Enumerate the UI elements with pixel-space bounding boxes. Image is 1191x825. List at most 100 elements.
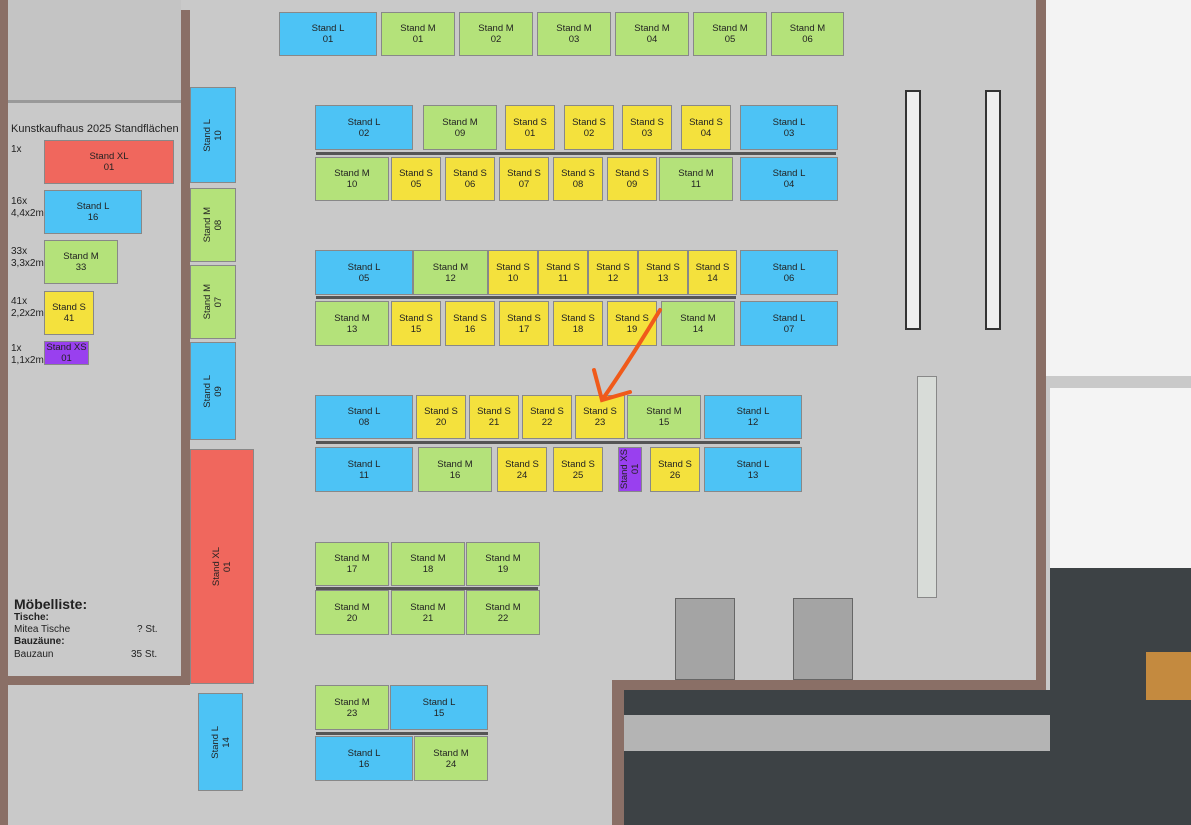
stand-type-label: Stand M	[202, 284, 213, 320]
stand-number: 01	[524, 127, 536, 139]
stand-number: 05	[724, 34, 736, 45]
wall	[1036, 0, 1046, 690]
legend-size: 2,2x2m	[11, 308, 44, 319]
stand-number: 23	[346, 707, 358, 719]
stand-number: 26	[669, 469, 681, 481]
stand-type-label: Stand S	[583, 406, 617, 417]
stand-type-label: Stand M	[789, 23, 826, 34]
legend-name: Stand L	[76, 201, 110, 212]
fences-item: Bauzaun	[14, 649, 54, 660]
stand-number: 13	[747, 469, 759, 481]
stand-number: 14	[220, 736, 232, 748]
stand-type-label: Stand L	[772, 312, 806, 324]
stand-type-label: Stand XS	[619, 449, 630, 490]
stand-number: 04	[700, 127, 712, 139]
stand-type-label: Stand S	[572, 116, 606, 128]
stand-type-label: Stand L	[347, 116, 381, 128]
legend-name: Stand S	[52, 302, 86, 313]
wall	[0, 676, 190, 685]
stand-type-label: Stand L	[422, 696, 456, 708]
stand-type-label: Stand L	[202, 118, 213, 152]
stand-type-label: Stand M	[442, 116, 478, 128]
stand-number: 16	[358, 758, 370, 770]
stand-number: 02	[490, 34, 502, 45]
stand-number: 09	[454, 127, 466, 139]
stand-number: 12	[445, 272, 456, 284]
stand-type-label: Stand S	[615, 168, 649, 179]
stand-number: 08	[358, 417, 370, 428]
stand-type-label: Stand M	[646, 406, 682, 417]
stand-type-label: Stand L	[347, 406, 381, 417]
stand-type-label: Stand M	[400, 23, 436, 34]
legend-name: Stand XS	[46, 342, 87, 353]
